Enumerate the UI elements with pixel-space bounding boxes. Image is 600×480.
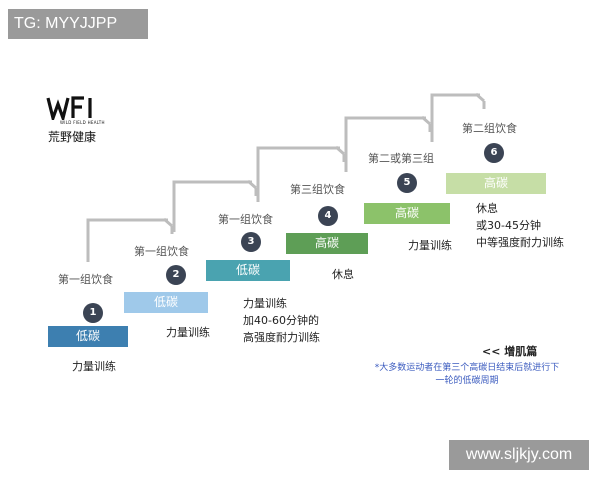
step-description-1: 力量训练	[72, 358, 116, 375]
description-line: 或30-45分钟	[476, 219, 541, 232]
logo-name: 荒野健康	[48, 130, 97, 144]
meal-label-1: 第一组饮食	[58, 273, 113, 286]
step-bar-6: 高碳	[446, 173, 546, 194]
step-arrow-4	[344, 116, 426, 172]
step-number-1: 1	[83, 303, 103, 323]
meal-label-2: 第一组饮食	[134, 245, 189, 258]
brand-logo: WILD FIELD HEALTH 荒野健康	[46, 96, 106, 144]
meal-label-4: 第三组饮食	[290, 183, 345, 196]
description-line: 力量训练	[408, 239, 452, 252]
step-number-5: 5	[397, 173, 417, 193]
step-bar-3: 低碳	[206, 260, 290, 281]
step-bar-1: 低碳	[48, 326, 128, 347]
arrow-head-icon	[421, 115, 432, 132]
meal-label-6: 第二组饮食	[462, 122, 517, 135]
arrow-head-icon	[335, 145, 346, 162]
description-line: 力量训练	[72, 360, 116, 373]
step-number-6: 6	[484, 143, 504, 163]
meal-label-5: 第二或第三组	[368, 152, 434, 165]
arrow-head-icon	[247, 179, 258, 196]
arrow-head-icon	[163, 217, 174, 234]
step-number-4: 4	[318, 206, 338, 226]
step-description-5: 力量训练	[408, 237, 452, 254]
meal-label-3: 第一组饮食	[218, 213, 273, 226]
description-line: 力量训练	[243, 297, 287, 310]
step-description-3: 力量训练加40-60分钟的高强度耐力训练	[243, 295, 320, 346]
step-number-2: 2	[166, 265, 186, 285]
step-number-3: 3	[241, 232, 261, 252]
description-line: 高强度耐力训练	[243, 331, 320, 344]
step-bar-2: 低碳	[124, 292, 208, 313]
section-tag: << 增肌篇	[482, 345, 538, 358]
description-line: 休息	[476, 202, 498, 215]
description-line: 休息	[332, 268, 354, 281]
step-description-4: 休息	[332, 266, 354, 283]
arrow-head-icon	[475, 92, 486, 109]
logo-mark-icon	[46, 96, 92, 120]
step-arrow-1	[86, 218, 168, 262]
logo-tagline: WILD FIELD HEALTH	[60, 120, 105, 125]
step-bar-4: 高碳	[286, 233, 368, 254]
step-arrow-5	[430, 93, 480, 142]
description-line: 中等强度耐力训练	[476, 236, 564, 249]
description-line: 加40-60分钟的	[243, 314, 319, 327]
watermark-site: www.sljkjy.com	[449, 440, 589, 470]
step-bar-5: 高碳	[364, 203, 450, 224]
step-arrow-3	[256, 146, 340, 202]
description-line: 力量训练	[166, 326, 210, 339]
step-description-2: 力量训练	[166, 324, 210, 341]
watermark-tg: TG: MYYJJPP	[8, 9, 148, 39]
step-arrow-2	[172, 180, 252, 232]
footnote: *大多数运动者在第三个高碳日结束后就进行下一轮的低碳周期	[374, 363, 560, 386]
step-description-6: 休息或30-45分钟中等强度耐力训练	[476, 200, 564, 251]
